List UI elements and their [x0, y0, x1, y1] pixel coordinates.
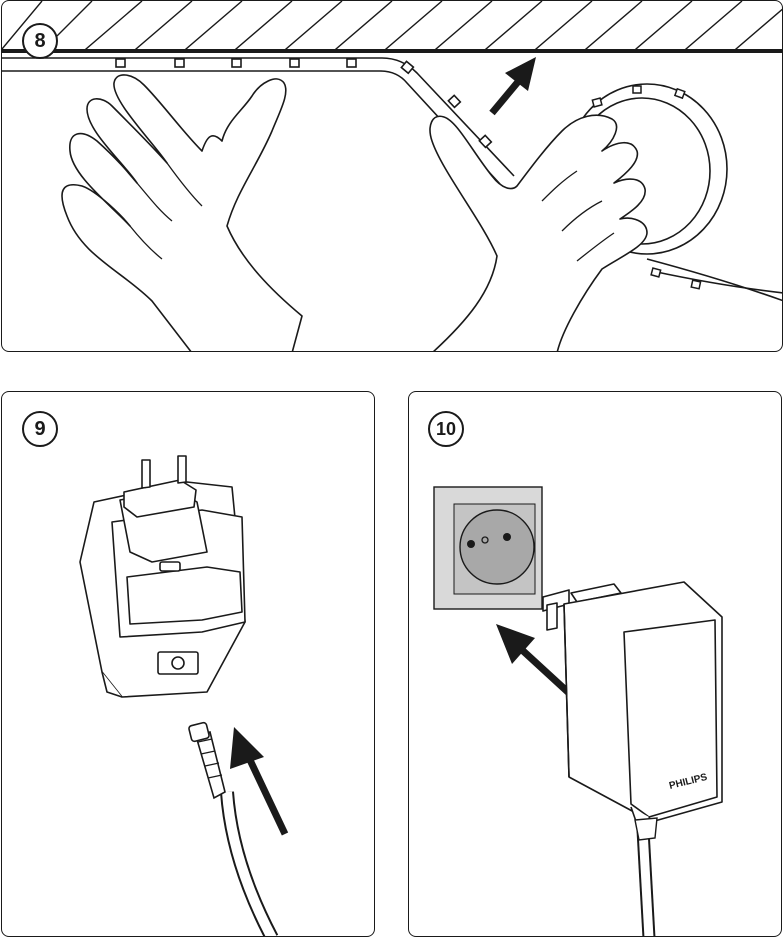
adapter-plug-assembly-illustration	[79, 455, 289, 936]
led-strip-mounting-illustration	[2, 1, 782, 351]
right-hand	[429, 114, 648, 351]
ceiling-hatch	[2, 1, 782, 51]
step-10-panel: PHILIPS 10	[408, 391, 782, 937]
left-hand	[61, 74, 303, 351]
plug-into-socket-illustration: PHILIPS	[433, 486, 723, 936]
power-adapter	[542, 581, 723, 831]
led-strip	[2, 57, 515, 177]
power-adapter	[79, 455, 246, 698]
power-cord	[634, 817, 658, 936]
step-number-badge: 9	[22, 411, 58, 447]
led-chips	[115, 58, 493, 149]
press-up-arrow	[489, 57, 536, 116]
step-8-panel: 8	[1, 0, 783, 352]
dc-cable	[188, 721, 279, 936]
step-number-badge: 8	[22, 23, 58, 59]
insert-up-arrow	[230, 727, 289, 836]
step-9-panel: 9	[1, 391, 375, 937]
step-number-badge: 10	[428, 411, 464, 447]
wall-socket	[433, 486, 543, 610]
